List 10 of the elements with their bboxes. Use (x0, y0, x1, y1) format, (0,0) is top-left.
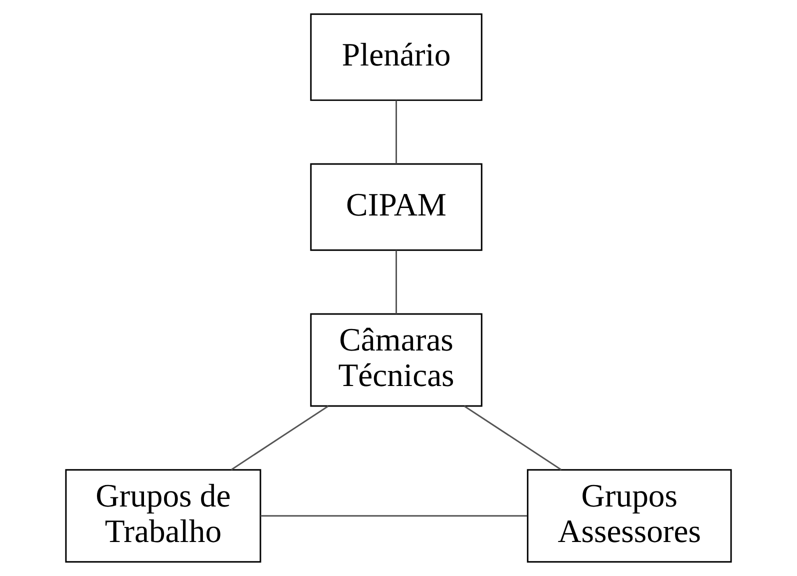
node-box: Grupos de Trabalho (65, 469, 262, 563)
node-box: CIPAM (310, 163, 482, 251)
connector (464, 406, 562, 470)
node-box: Grupos Assessores (526, 469, 732, 563)
connector (396, 250, 398, 314)
node-box: Plenário (310, 13, 482, 101)
connector (260, 515, 528, 517)
connector (230, 406, 329, 470)
node-box: Câmaras Técnicas (310, 313, 482, 407)
connector (396, 100, 398, 164)
